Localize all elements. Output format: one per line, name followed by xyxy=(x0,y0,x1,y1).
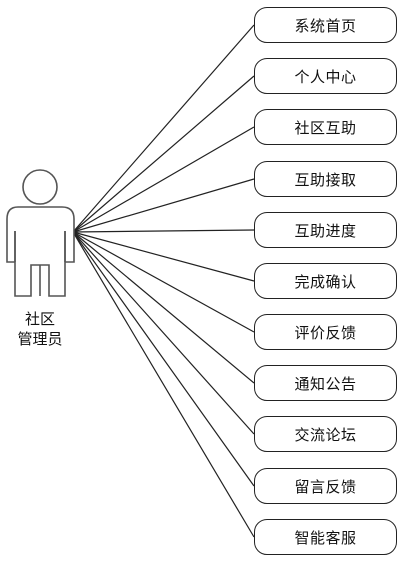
actor-label-line2: 管理员 xyxy=(17,330,63,348)
usecase-message-feedback[interactable]: 留言反馈 xyxy=(254,468,397,504)
association-line xyxy=(72,231,255,333)
actor-label: 社区 管理员 xyxy=(8,309,72,349)
actor-head xyxy=(22,169,58,205)
association-line xyxy=(72,231,255,384)
usecase-forum[interactable]: 交流论坛 xyxy=(254,416,397,452)
association-line xyxy=(72,231,255,282)
association-line xyxy=(72,231,255,435)
association-line xyxy=(72,229,255,233)
usecase-rating-feedback[interactable]: 评价反馈 xyxy=(254,314,397,350)
usecase-smart-service[interactable]: 智能客服 xyxy=(254,519,397,555)
usecase-notice[interactable]: 通知公告 xyxy=(254,365,397,401)
actor-body xyxy=(6,206,75,297)
association-line xyxy=(72,24,255,233)
usecase-help-progress[interactable]: 互助进度 xyxy=(254,212,397,248)
usecase-community-help[interactable]: 社区互助 xyxy=(254,109,397,145)
association-lines xyxy=(72,24,255,538)
usecase-system-home[interactable]: 系统首页 xyxy=(254,7,397,43)
usecase-completion-confirm[interactable]: 完成确认 xyxy=(254,263,397,299)
usecase-personal-center[interactable]: 个人中心 xyxy=(254,58,397,94)
association-line xyxy=(72,231,255,487)
association-line xyxy=(72,126,255,233)
association-line xyxy=(72,178,255,233)
usecase-help-accept[interactable]: 互助接取 xyxy=(254,161,397,197)
association-line xyxy=(72,75,255,233)
actor-label-line1: 社区 xyxy=(24,310,55,328)
actor-figure-icon xyxy=(6,169,75,297)
association-line xyxy=(72,231,255,538)
